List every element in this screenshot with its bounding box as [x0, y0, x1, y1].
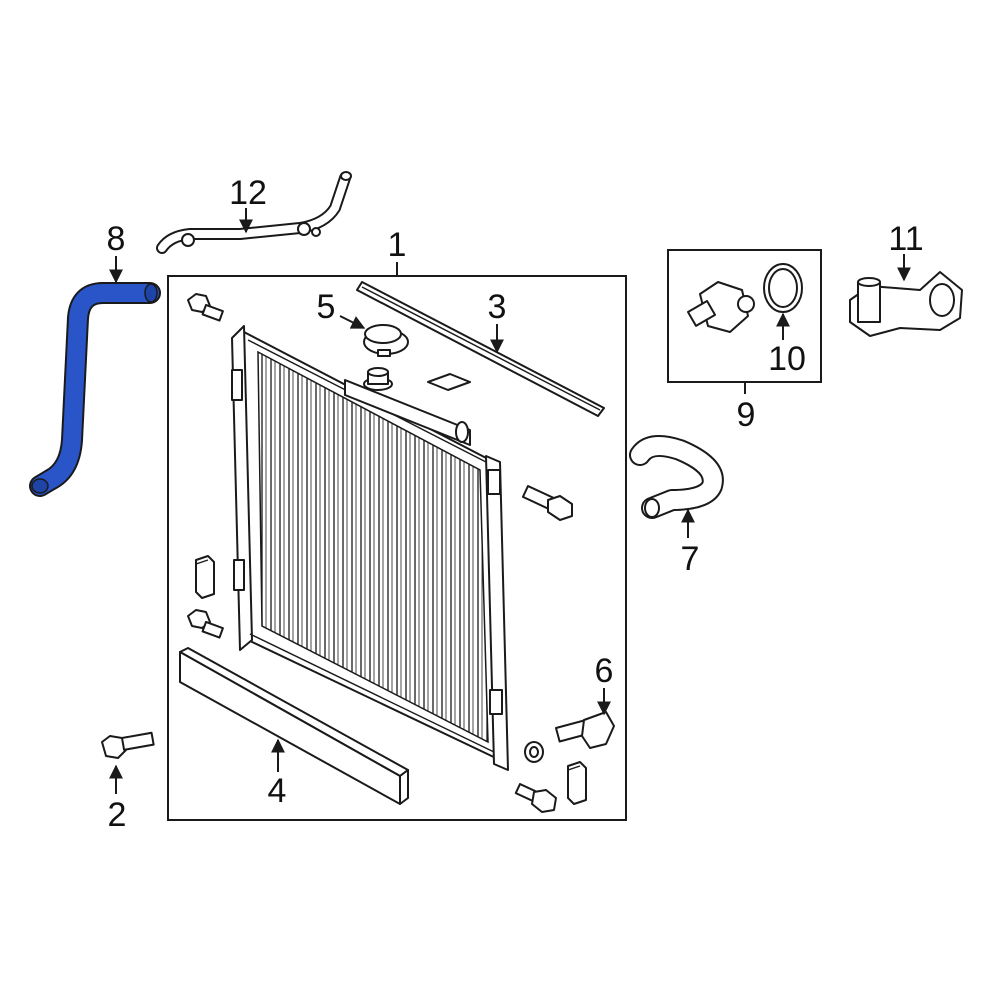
lower-radiator-hose[interactable]	[629, 435, 724, 519]
upper-radiator-hose[interactable]	[29, 282, 161, 497]
callout-3[interactable]: 3	[488, 288, 507, 326]
callout-2[interactable]: 2	[108, 796, 127, 834]
bolt-top-left[interactable]	[187, 293, 224, 322]
mount-cushion-left[interactable]	[195, 555, 215, 599]
bolt-right-lower[interactable]	[514, 782, 557, 813]
bolt-right-upper[interactable]	[521, 485, 573, 521]
leader-5	[339, 315, 366, 329]
callout-8[interactable]: 8	[107, 220, 126, 258]
bolt-part-2[interactable]	[101, 731, 155, 759]
bolt-mid-left[interactable]	[187, 609, 224, 639]
callout-11[interactable]: 11	[888, 220, 923, 258]
callout-5[interactable]: 5	[317, 288, 336, 326]
callout-12[interactable]: 12	[229, 174, 267, 212]
thermostat[interactable]	[687, 281, 755, 333]
callout-1[interactable]: 1	[388, 226, 407, 264]
callout-6[interactable]: 6	[595, 652, 614, 690]
mount-cushion-right[interactable]	[567, 761, 587, 805]
radiator-cap[interactable]	[363, 324, 409, 357]
lower-seal[interactable]	[179, 647, 409, 805]
drain-plug[interactable]	[555, 711, 615, 749]
label-sticker	[427, 373, 471, 391]
callout-10[interactable]: 10	[768, 340, 806, 378]
overflow-hose[interactable]	[156, 171, 352, 254]
drain-washer[interactable]	[524, 741, 544, 763]
callout-4[interactable]: 4	[268, 772, 287, 810]
callout-7[interactable]: 7	[681, 540, 700, 578]
thermostat-gasket[interactable]	[763, 263, 803, 313]
callout-9[interactable]: 9	[737, 396, 756, 434]
thermostat-housing[interactable]	[849, 271, 963, 337]
radiator-core[interactable]	[231, 325, 509, 771]
